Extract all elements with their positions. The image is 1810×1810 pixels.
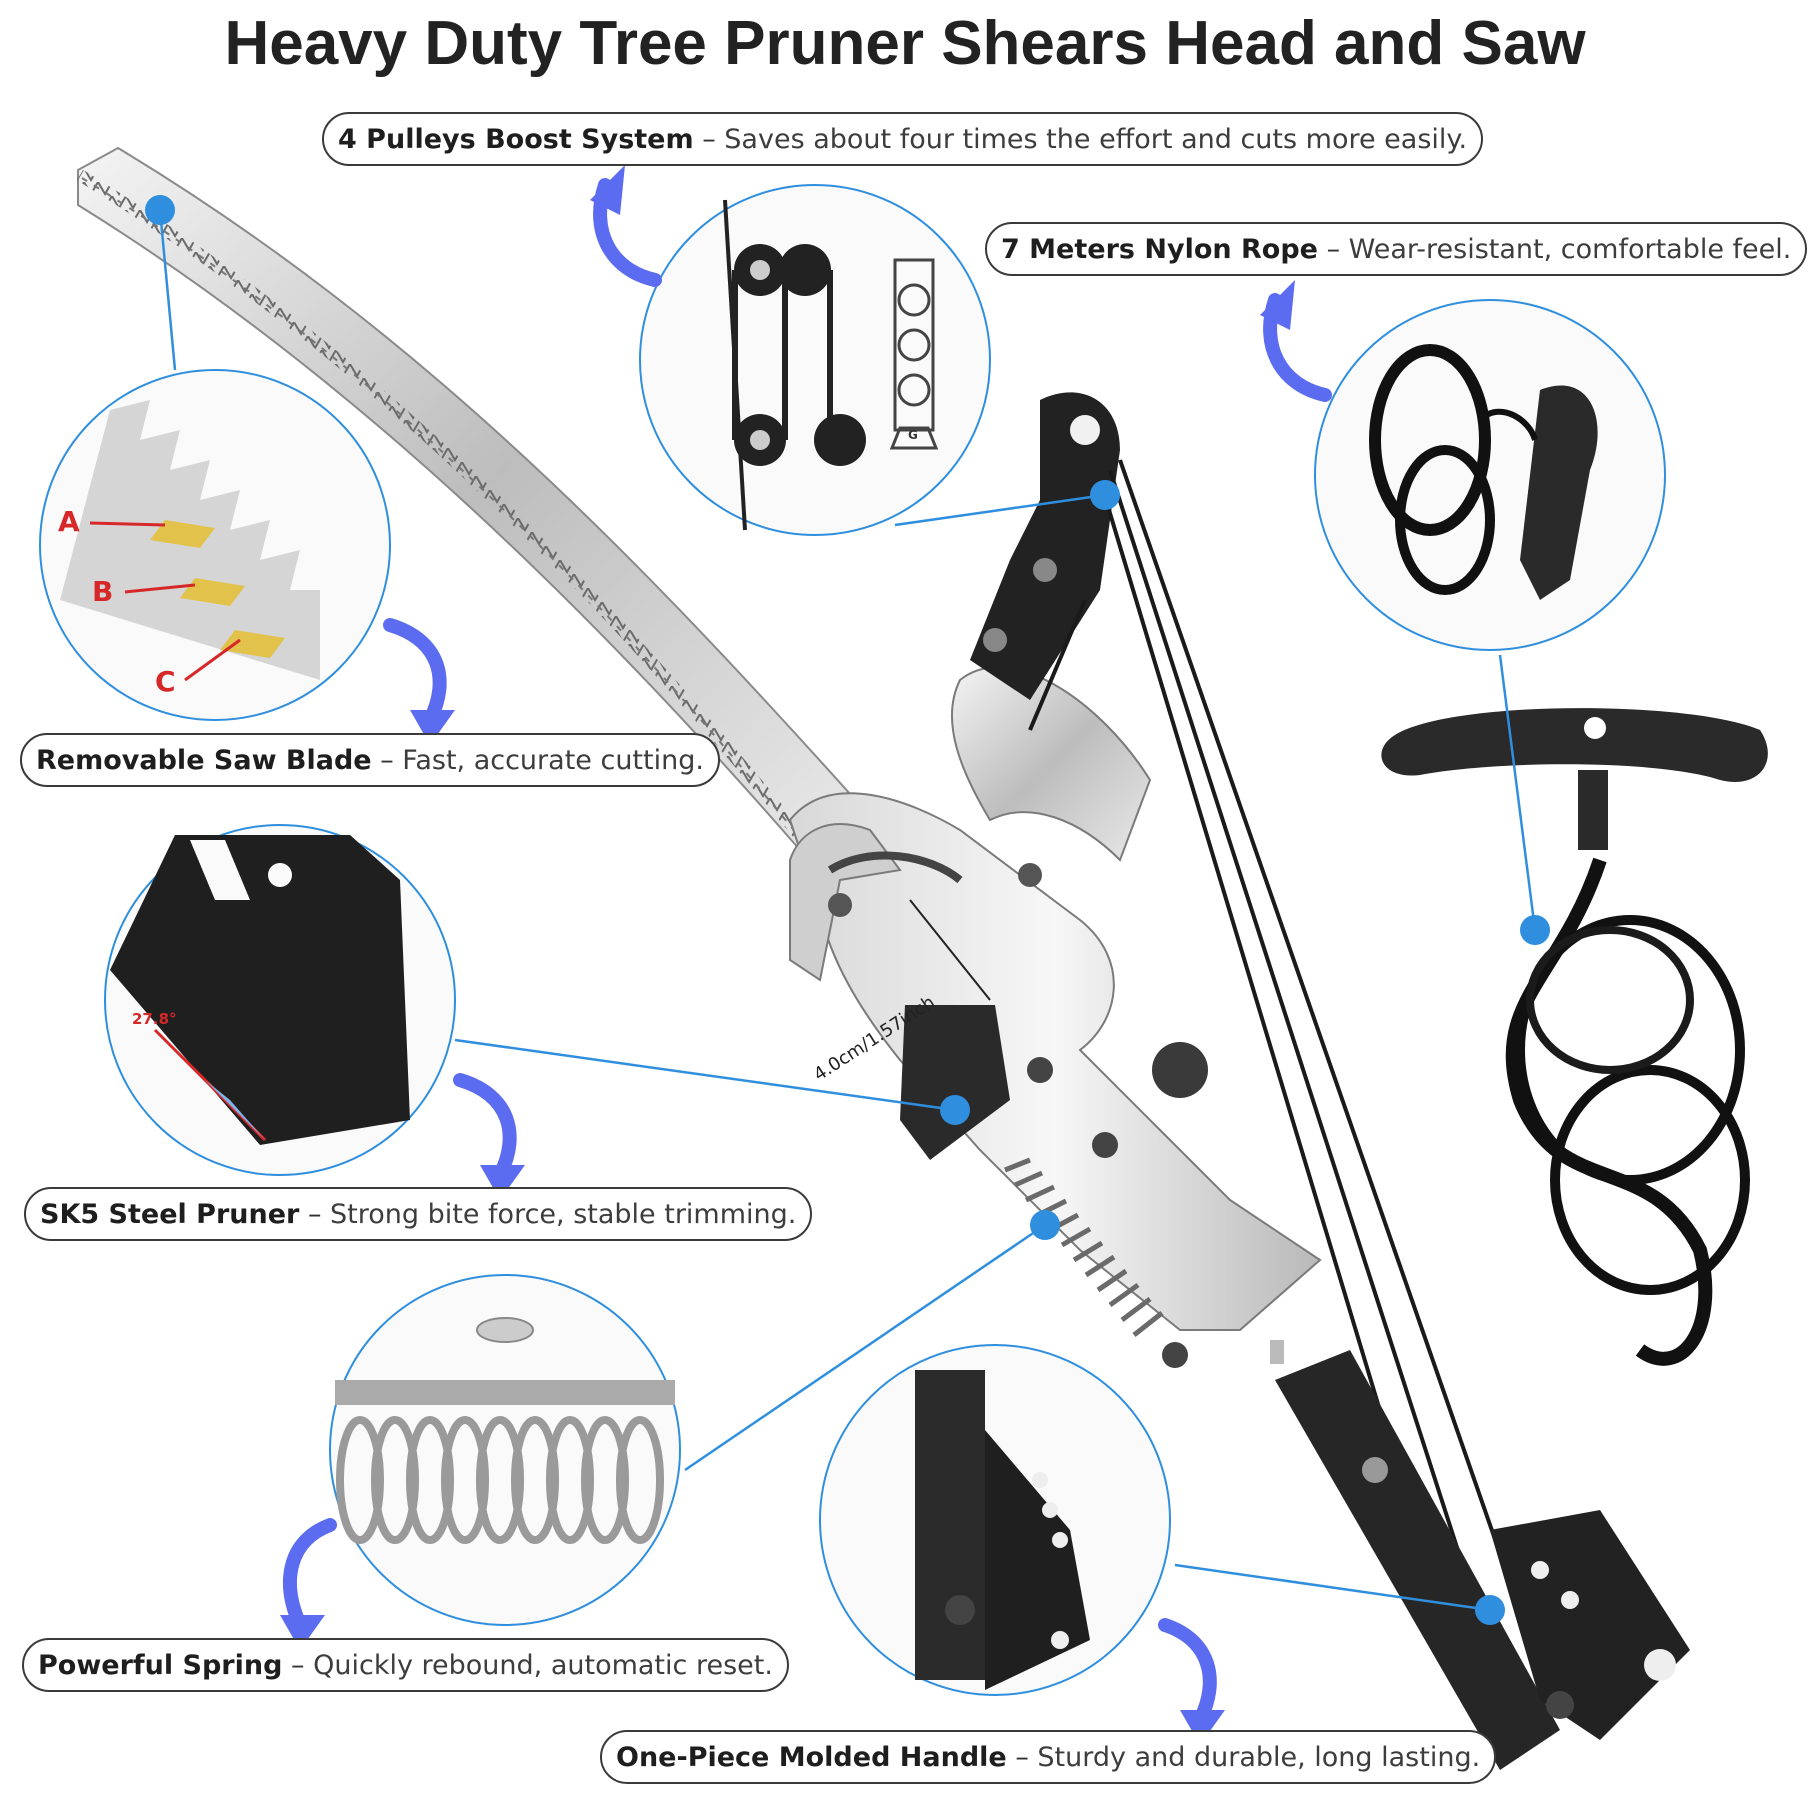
arrow-down-icon <box>1158 1618 1217 1727</box>
callout-saw: Removable Saw Blade – Fast, accurate cut… <box>20 733 720 787</box>
rope-detail <box>1369 344 1598 600</box>
lever-arm <box>970 392 1120 700</box>
callout-rope: 7 Meters Nylon Rope – Wear-resistant, co… <box>985 222 1808 276</box>
rope-coil <box>1381 708 1768 1366</box>
tooth-label-c: C <box>155 665 176 698</box>
callout-spring-title: Powerful Spring <box>38 1650 283 1681</box>
callout-handle-title: One-Piece Molded Handle <box>616 1742 1007 1773</box>
tooth-label-a: A <box>58 505 80 538</box>
callout-saw-sep: – <box>371 745 403 776</box>
callout-pruner-desc: Strong bite force, stable trimming. <box>330 1199 797 1230</box>
callout-rope-sep: – <box>1317 234 1349 265</box>
callout-pulleys-sep: – <box>693 124 725 155</box>
pulley-weight-label: G <box>908 428 918 442</box>
pruner-blade-detail <box>110 835 410 1145</box>
callout-pruner-title: SK5 Steel Pruner <box>40 1199 300 1230</box>
leader-lines <box>145 195 1550 1625</box>
callout-spring-desc: Quickly rebound, automatic reset. <box>313 1650 773 1681</box>
callout-pruner: SK5 Steel Pruner – Strong bite force, st… <box>24 1187 813 1241</box>
callout-spring: Powerful Spring – Quickly rebound, autom… <box>22 1638 789 1692</box>
callout-pulleys: 4 Pulleys Boost System – Saves about fou… <box>322 112 1484 166</box>
spring-detail-circle <box>329 1274 681 1626</box>
spring <box>1004 1157 1164 1337</box>
handle-detail <box>915 1370 1090 1690</box>
arrow-down-icon <box>453 1073 517 1182</box>
pulley-detail-circle <box>639 184 991 536</box>
tooth-label-b: B <box>92 575 114 608</box>
callout-handle: One-Piece Molded Handle – Sturdy and dur… <box>600 1730 1497 1784</box>
arrow-heads <box>280 165 1295 1745</box>
callout-rope-desc: Wear-resistant, comfortable feel. <box>1348 234 1792 265</box>
spring-detail <box>335 1317 675 1544</box>
rope-detail-circle <box>1314 299 1666 651</box>
arrow-down-icon <box>283 1518 337 1632</box>
callout-rope-title: 7 Meters Nylon Rope <box>1001 234 1318 265</box>
callout-pruner-sep: – <box>299 1199 331 1230</box>
page-title: Heavy Duty Tree Pruner Shears Head and S… <box>224 9 1586 78</box>
blade-angle-label: 27.8° <box>132 1010 177 1028</box>
pruner-head <box>788 666 1322 1368</box>
callout-handle-desc: Sturdy and durable, long lasting. <box>1037 1742 1481 1773</box>
callout-handle-sep: – <box>1006 1742 1038 1773</box>
arrow-down-icon <box>383 618 447 727</box>
saw-teeth-detail <box>60 400 320 682</box>
pulley-detail <box>723 199 939 531</box>
callout-pulleys-title: 4 Pulleys Boost System <box>338 124 694 155</box>
callout-saw-title: Removable Saw Blade <box>36 745 372 776</box>
molded-handle <box>1275 1350 1690 1770</box>
callout-spring-sep: – <box>282 1650 314 1681</box>
callout-saw-desc: Fast, accurate cutting. <box>402 745 704 776</box>
callout-pulleys-desc: Saves about four times the effort and cu… <box>724 124 1468 155</box>
